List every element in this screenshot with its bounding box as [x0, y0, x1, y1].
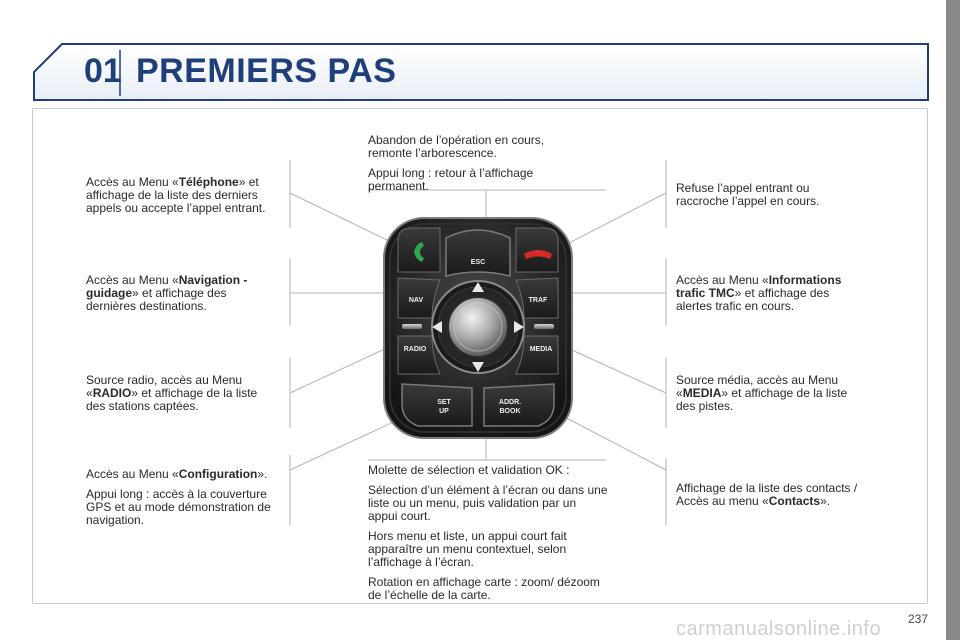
setup-description: Accès au Menu «Configuration». Appui lon…	[86, 467, 271, 527]
media-button[interactable]	[515, 335, 559, 375]
addr-label-line2: BOOK	[500, 408, 521, 415]
arrow-right-icon[interactable]	[514, 321, 524, 333]
traffic-label: TRAF	[529, 297, 548, 304]
radio-description: Source radio, accès au Menu «RADIO» et a…	[86, 373, 258, 413]
nav-label: NAV	[409, 297, 424, 304]
selection-knob[interactable]	[447, 296, 509, 358]
page-edge-strip	[946, 0, 960, 640]
arrow-down-icon[interactable]	[472, 362, 484, 372]
address-book-button[interactable]	[483, 383, 555, 427]
traffic-description: Accès au Menu «Informations trafic TMC» …	[676, 273, 842, 313]
phone-icon	[414, 242, 424, 262]
esc-label: ESC	[471, 259, 485, 266]
radio-label: RADIO	[404, 346, 427, 353]
knob-description: Molette de sélection et validation OK : …	[368, 463, 608, 602]
chapter-title: PREMIERS PAS	[136, 52, 397, 90]
chapter-header	[33, 43, 929, 101]
radio-button[interactable]	[397, 335, 441, 375]
setup-button[interactable]	[401, 383, 473, 427]
content-frame	[32, 108, 928, 604]
addr-label-line1: ADDR.	[499, 399, 521, 406]
setup-label-line2: UP	[439, 408, 449, 415]
hangup-icon	[524, 250, 552, 259]
watermark: carmanualsonline.info	[676, 618, 882, 640]
esc-description: Abandon de l’opération en cours, remonte…	[368, 133, 545, 193]
page-number: 237	[908, 612, 929, 626]
arrow-up-icon[interactable]	[472, 282, 484, 292]
nav-description: Accès au Menu «Navigation - guidage» et …	[86, 273, 248, 313]
arrow-left-icon[interactable]	[432, 321, 442, 333]
esc-button[interactable]	[445, 229, 511, 277]
media-label: MEDIA	[530, 346, 553, 353]
traffic-button[interactable]	[515, 277, 559, 319]
phone-description: Accès au Menu «Téléphone» et affichage d…	[86, 175, 266, 215]
hangup-button[interactable]	[515, 227, 559, 273]
setup-label-line1: SET	[437, 399, 451, 406]
media-description: Source média, accès au Menu «MEDIA» et a…	[676, 373, 848, 413]
contacts-description: Affichage de la liste des contacts / Acc…	[676, 481, 858, 508]
hangup-description: Refuse l’appel entrant ou raccroche l’ap…	[676, 181, 820, 208]
chapter-number: 01	[84, 52, 122, 90]
